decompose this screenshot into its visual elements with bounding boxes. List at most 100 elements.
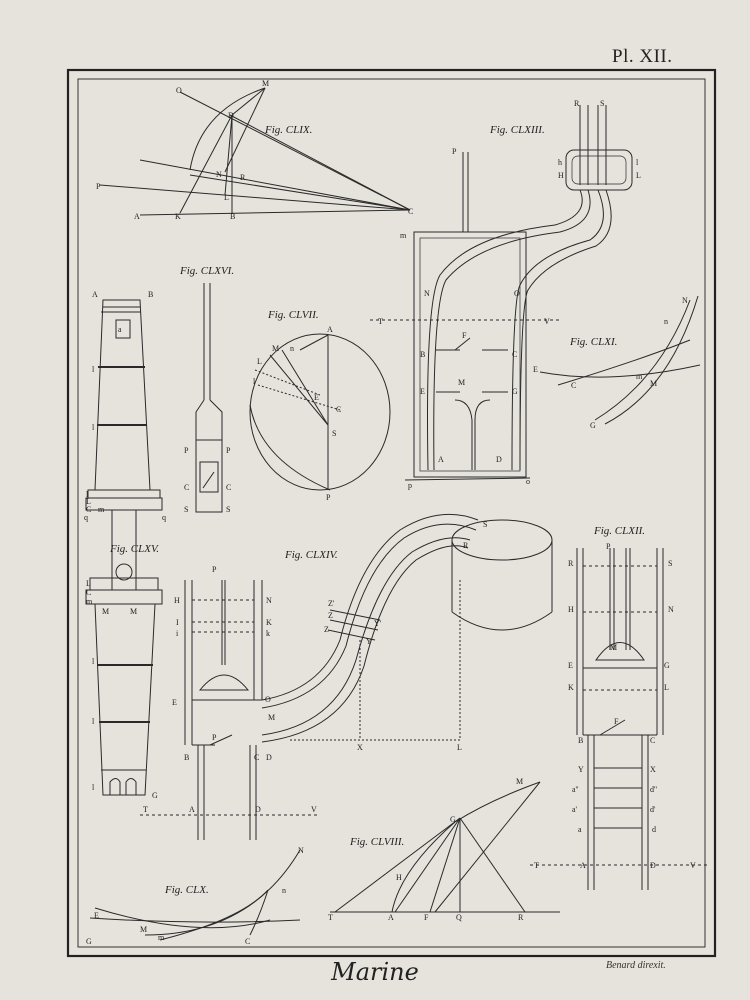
- fig162-point-label: d: [652, 825, 656, 834]
- fig162-point-label: d'': [650, 785, 657, 794]
- figure-158-drawing: [330, 781, 560, 913]
- fig159-point-label: M: [262, 79, 269, 88]
- figure-161-drawing: [539, 295, 701, 425]
- fig163-point-label: R: [574, 99, 580, 108]
- fig163-point-label: h: [558, 158, 562, 167]
- fig165-point-label: G: [152, 791, 158, 800]
- fig163-point-label: o: [526, 477, 530, 486]
- fig165-point-label: l: [92, 783, 95, 792]
- fig163-point-label: L: [636, 171, 641, 180]
- figure-157-drawing: [249, 333, 391, 491]
- fig162-point-label: T: [534, 861, 539, 870]
- fig159-point-label: A: [134, 212, 140, 221]
- fig164-point-label: i: [176, 629, 179, 638]
- fig165-point-label: q: [162, 513, 166, 522]
- figure-164-drawing: [140, 513, 553, 840]
- fig164-point-label: D: [266, 753, 272, 762]
- fig157-point-label: S: [332, 429, 336, 438]
- fig165-point-label: B: [148, 290, 153, 299]
- fig162-point-label: d': [650, 805, 656, 814]
- plate-caption: Marine: [331, 958, 419, 986]
- fig164-point-label: H: [174, 596, 180, 605]
- fig162-point-label: A: [580, 861, 586, 870]
- fig162-point-label: P: [606, 542, 611, 551]
- fig165-point-label: A: [92, 290, 98, 299]
- fig162-point-label: F: [614, 717, 619, 726]
- fig164-point-label: D: [255, 805, 261, 814]
- figure-title-clvii: Fig. CLVII.: [267, 309, 319, 321]
- fig164-point-label: Y: [366, 637, 372, 646]
- fig159-point-label: R: [240, 173, 246, 182]
- fig165-point-label: l: [92, 657, 95, 666]
- fig165-point-label: a: [118, 325, 122, 334]
- fig159-point-label: K: [175, 212, 181, 221]
- fig157-point-label: A: [327, 325, 333, 334]
- fig165-point-label: l: [92, 423, 95, 432]
- fig162-point-label: N: [668, 605, 674, 614]
- fig163-point-label: E: [420, 387, 425, 396]
- fig164-point-label: S: [483, 520, 487, 529]
- figure-title-clxvi: Fig. CLXVI.: [179, 265, 234, 277]
- figure-title-clviii: Fig. CLVIII.: [349, 836, 404, 848]
- engraver-credit: Benard direxit.: [606, 960, 666, 971]
- fig158-point-label: R: [518, 913, 524, 922]
- fig163-point-label: D: [496, 455, 502, 464]
- fig165-point-label: l: [92, 717, 95, 726]
- fig162-point-label: a: [578, 825, 582, 834]
- fig160-point-label: N: [298, 846, 304, 855]
- fig161-point-label: N: [682, 296, 688, 305]
- fig162-point-label: C: [650, 736, 655, 745]
- fig164-point-label: E: [172, 698, 177, 707]
- fig160-point-label: M: [140, 925, 147, 934]
- fig165-point-label: l: [92, 365, 95, 374]
- fig166-point-label: P: [226, 446, 231, 455]
- fig158-point-label: Q: [456, 913, 462, 922]
- fig164-point-label: A: [189, 805, 195, 814]
- fig164-point-label: K: [266, 618, 272, 627]
- fig158-point-label: H: [396, 873, 402, 882]
- fig162-point-label: E: [568, 661, 573, 670]
- fig162-point-label: B: [578, 736, 583, 745]
- fig163-point-label: O: [514, 289, 520, 298]
- figure-160-drawing: [89, 849, 301, 941]
- fig158-point-label: A: [388, 913, 394, 922]
- fig162-point-label: R: [568, 559, 574, 568]
- fig165-point-label: l: [86, 490, 89, 499]
- fig158-point-label: M: [516, 777, 523, 786]
- figure-title-clxiv: Fig. CLXIV.: [284, 549, 338, 561]
- fig164-point-label: Z: [324, 625, 329, 634]
- fig163-point-label: F: [462, 331, 467, 340]
- fig164-point-label: B: [184, 753, 189, 762]
- fig165-point-label: C: [86, 588, 91, 597]
- fig159-point-label: D: [228, 111, 234, 120]
- fig163-point-label: A: [438, 455, 444, 464]
- fig163-point-label: P: [452, 147, 457, 156]
- fig164-point-label: Y': [374, 619, 382, 628]
- fig164-point-label: Z: [328, 611, 333, 620]
- fig157-point-label: L: [257, 357, 262, 366]
- fig164-point-label: X: [357, 743, 363, 752]
- fig164-point-label: R: [463, 541, 469, 550]
- fig162-point-label: V: [690, 861, 696, 870]
- fig157-point-label: P: [326, 493, 331, 502]
- fig162-point-label: a'': [572, 785, 579, 794]
- fig165-point-label: m: [86, 597, 93, 606]
- figure-163-drawing: [370, 105, 633, 481]
- fig159-point-label: O: [176, 86, 182, 95]
- fig159-point-label: C: [408, 207, 413, 216]
- fig160-point-label: E: [94, 911, 99, 920]
- fig163-point-label: C: [512, 350, 517, 359]
- fig163-point-label: S: [600, 99, 604, 108]
- fig163-point-label: B: [420, 350, 425, 359]
- fig165-point-label: q: [84, 513, 88, 522]
- fig159-point-label: L: [224, 193, 229, 202]
- fig165-point-label: L: [86, 579, 91, 588]
- fig157-point-label: M: [272, 344, 279, 353]
- fig165-point-label: L: [86, 497, 91, 506]
- fig160-point-label: C: [245, 937, 250, 946]
- fig164-point-label: L: [457, 743, 462, 752]
- fig163-point-label: M: [458, 378, 465, 387]
- fig162-point-label: M: [610, 643, 617, 652]
